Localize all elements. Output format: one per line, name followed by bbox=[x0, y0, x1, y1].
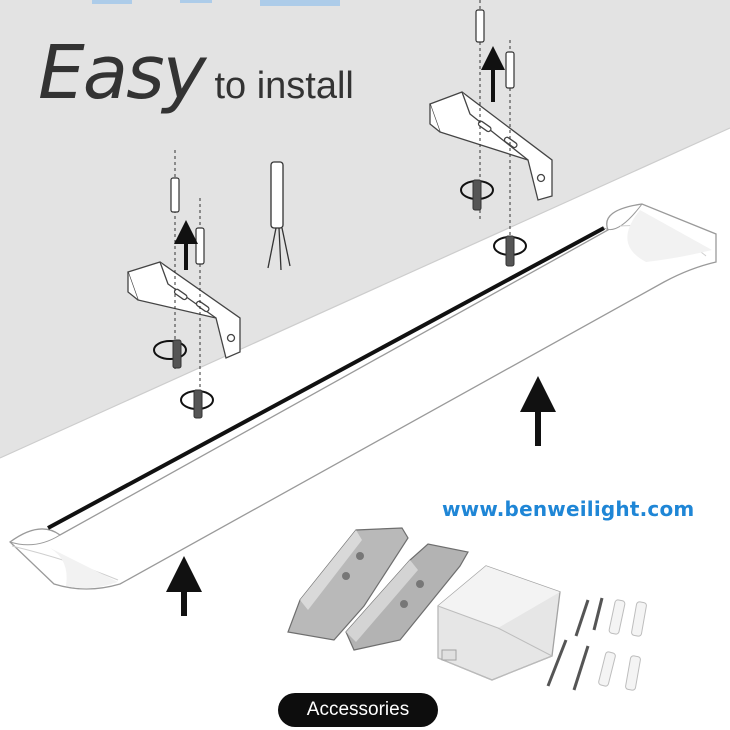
headline-to-install: to install bbox=[214, 65, 354, 107]
led-batten-lamp bbox=[8, 203, 717, 590]
wall-plugs bbox=[598, 599, 647, 691]
screws bbox=[546, 597, 604, 691]
metal-bracket-1 bbox=[287, 527, 409, 641]
junction-box bbox=[437, 565, 561, 681]
metal-bracket-2 bbox=[345, 543, 469, 651]
cropped-logo-remnant bbox=[92, 0, 340, 6]
website-url: www.benweilight.com bbox=[442, 497, 695, 521]
wall-ceiling-edge bbox=[0, 127, 730, 459]
left-screws-and-arrows bbox=[153, 150, 214, 419]
lift-arrows bbox=[166, 376, 556, 616]
accessories-photo bbox=[287, 527, 647, 691]
accessories-label: Accessories bbox=[278, 693, 438, 727]
power-cable bbox=[267, 161, 291, 271]
right-screws-and-arrows bbox=[460, 0, 527, 268]
headline-easy: Easy bbox=[38, 30, 206, 116]
right-mounting-bracket bbox=[429, 91, 553, 201]
